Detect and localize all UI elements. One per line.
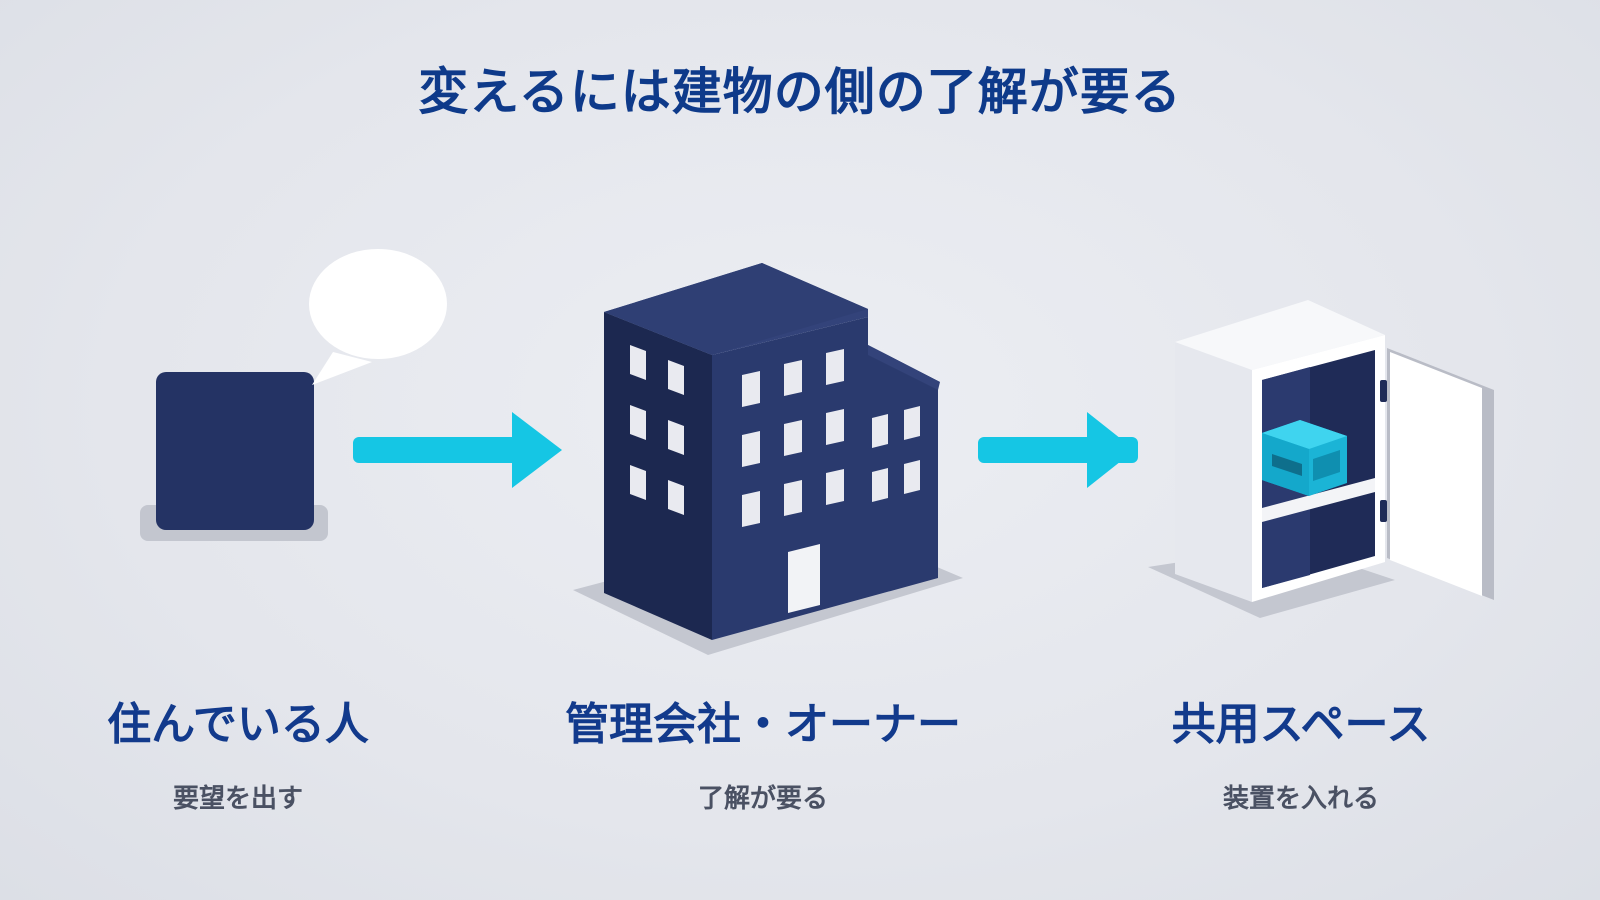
arrow-right-icon xyxy=(978,412,1138,488)
step-sub-shared-space: 装置を入れる xyxy=(1222,784,1379,814)
diagram-title: 変えるには建物の側の了解が要る xyxy=(418,63,1182,121)
arrow-right-icon xyxy=(353,412,562,488)
cabinet-device-icon xyxy=(1148,300,1494,618)
step-label-shared-space: 共用スペース xyxy=(1171,699,1431,750)
step-label-management: 管理会社・オーナー xyxy=(565,699,961,750)
door-icon xyxy=(788,544,820,613)
building-icon xyxy=(573,263,963,655)
step-sub-management: 了解が要る xyxy=(697,784,828,814)
device-box-icon xyxy=(1262,420,1347,496)
person-speech-icon xyxy=(140,249,447,541)
step-sub-resident: 要望を出す xyxy=(172,784,303,814)
step-label-resident: 住んでいる人 xyxy=(107,699,369,750)
speech-bubble-icon xyxy=(309,249,447,385)
